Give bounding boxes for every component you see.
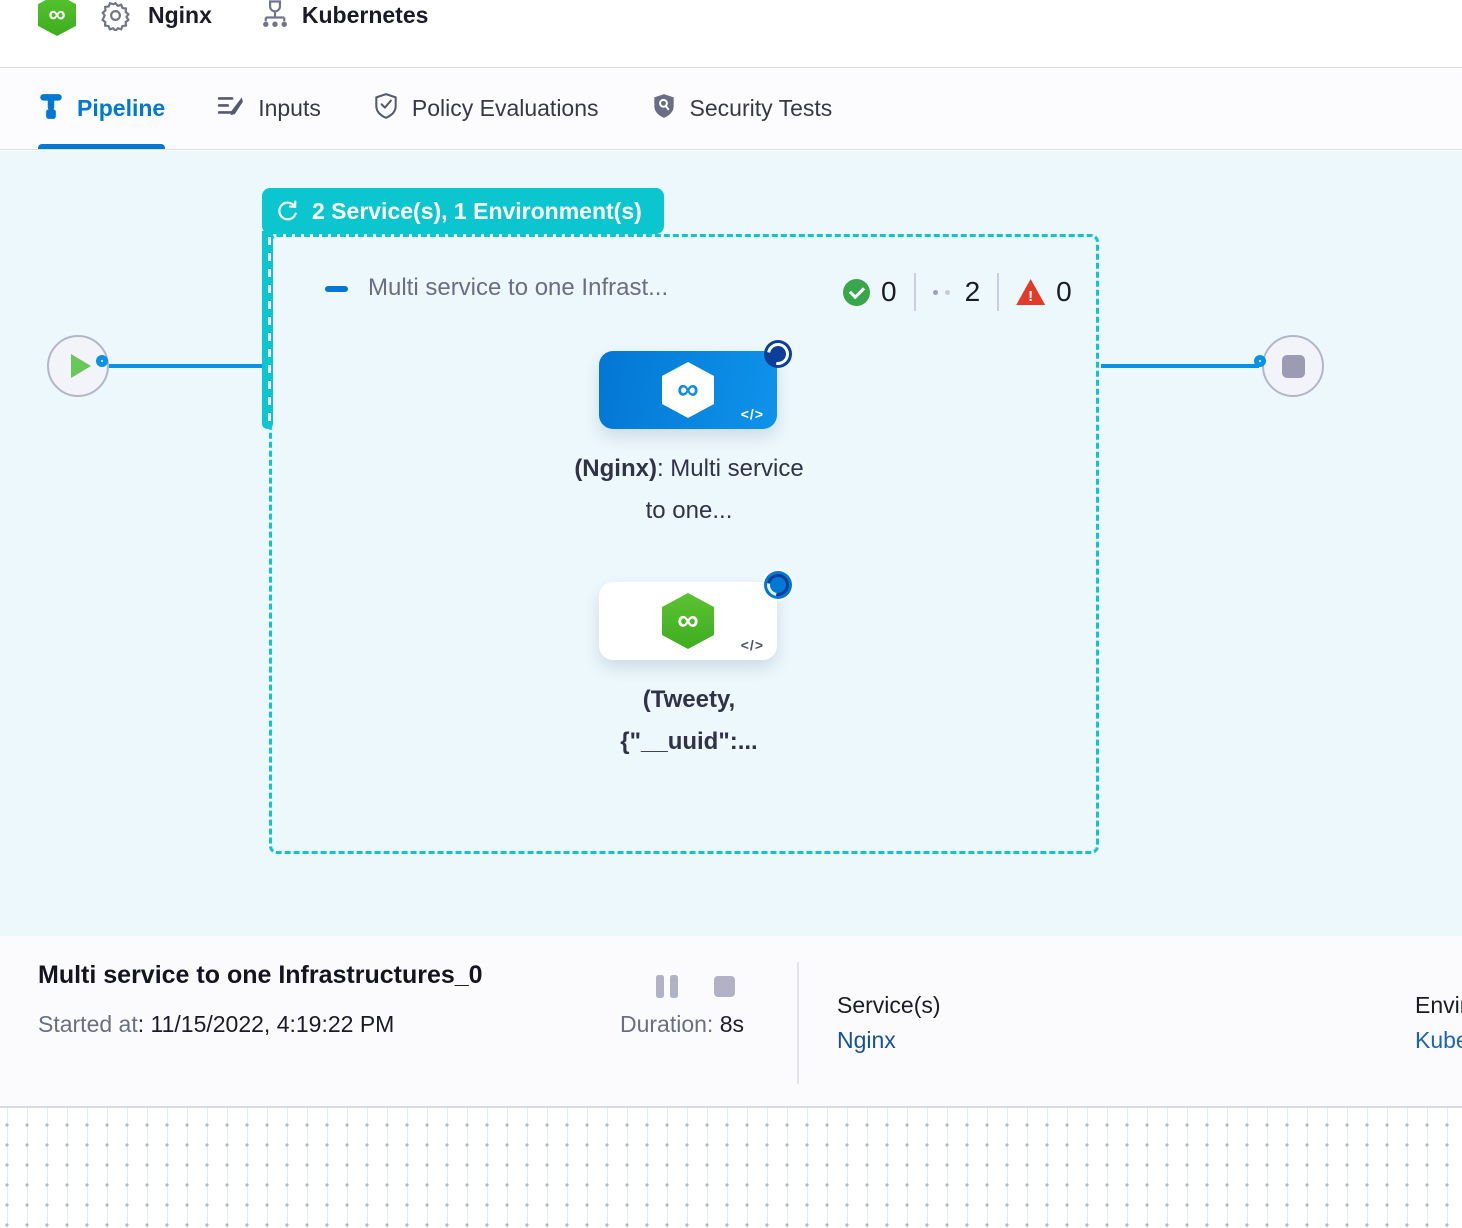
service-node-tweety-label-bold: (Tweety, {"__uuid":... (620, 686, 758, 755)
tab-policy-label: Policy Evaluations (411, 95, 599, 121)
pipeline-canvas: 2 Service(s), 1 Environment(s) Multi ser… (0, 151, 1462, 936)
started-at-label: Started at (38, 1011, 138, 1037)
duration-value: 8s (719, 1011, 745, 1037)
duration-line: Duration: 8s (620, 1011, 744, 1038)
connector-port-right (1254, 355, 1266, 367)
tab-inputs-label: Inputs (258, 95, 321, 121)
play-icon (71, 354, 91, 378)
status-divider (997, 273, 1000, 311)
code-glyph: </> (740, 637, 764, 653)
success-count: 0 (881, 276, 897, 307)
connector-left (106, 364, 264, 368)
pipeline-end-node (1262, 335, 1324, 397)
environment-name: Kubernetes (301, 1, 429, 28)
started-at-value: : 11/15/2022, 4:19:22 PM (137, 1011, 395, 1037)
connector-right (1101, 364, 1259, 368)
code-glyph: </> (740, 406, 764, 422)
started-at-line: Started at: 11/15/2022, 4:19:22 PM (38, 1011, 394, 1038)
environments-value-link[interactable]: Kubernetes (1415, 1027, 1462, 1053)
tab-pipeline[interactable]: Pipeline (38, 68, 166, 149)
node-running-spinner (764, 571, 792, 599)
harness-logo-icon: ∞ (38, 0, 76, 36)
service-node-nginx[interactable]: ∞ </> (599, 351, 777, 429)
policy-shield-check-icon (373, 92, 399, 126)
pipeline-start-node (47, 335, 109, 397)
failed-count: 0 (1056, 276, 1072, 307)
services-value-link[interactable]: Nginx (837, 1027, 896, 1053)
execution-title: Multi service to one Infrastructures_0 (38, 961, 483, 989)
stage-collapse-button[interactable] (325, 286, 348, 292)
harness-service-icon: ∞ (662, 362, 714, 418)
success-check-icon (843, 278, 870, 306)
execution-footer: Multi service to one Infrastructures_0 S… (0, 936, 1462, 1108)
execution-tabbar: Pipeline Inputs Policy Evaluations (0, 68, 1462, 150)
pipeline-icon (38, 92, 64, 126)
service-node-nginx-label-rest: : Multi service to one... (645, 455, 804, 524)
canvas-dot-grid (0, 1108, 1462, 1228)
harness-service-icon: ∞ (662, 593, 714, 649)
stage-group-badge-label: 2 Service(s), 1 Environment(s) (312, 197, 642, 224)
loop-refresh-icon (275, 199, 300, 224)
stage-group-box (269, 234, 1099, 854)
tab-inputs[interactable]: Inputs (217, 68, 321, 149)
footer-divider (797, 962, 799, 1084)
services-label: Service(s) (837, 992, 941, 1018)
running-count: 2 (964, 276, 981, 307)
tab-pipeline-label: Pipeline (77, 95, 166, 121)
pipeline-name: Nginx (148, 1, 212, 28)
running-dots-icon (932, 289, 950, 295)
pipeline-gear-icon (100, 0, 131, 31)
duration-label: Duration: (620, 1011, 720, 1037)
service-node-tweety-label: (Tweety, {"__uuid":... (584, 679, 794, 763)
tab-security-label: Security Tests (689, 95, 833, 121)
tab-policy-evaluations[interactable]: Policy Evaluations (373, 68, 599, 149)
environments-label: Environment(s) (1415, 992, 1462, 1018)
failed-warning-icon (1016, 279, 1046, 305)
inputs-icon (217, 93, 245, 125)
service-node-nginx-label-bold: (Nginx) (574, 455, 657, 482)
stage-group-badge[interactable]: 2 Service(s), 1 Environment(s) (262, 188, 664, 234)
stage-title: Multi service to one Infrast... (368, 274, 669, 301)
environment-icon (260, 0, 290, 31)
stage-status-counts: 0 2 0 (843, 273, 1072, 311)
node-running-spinner (764, 340, 792, 368)
stop-button[interactable] (714, 976, 735, 997)
service-node-tweety[interactable]: ∞ </> (599, 582, 777, 660)
security-shield-icon (651, 92, 677, 126)
stage-group-accent-bar (262, 231, 273, 429)
stage-group-accent-dashes (268, 237, 271, 423)
status-divider (913, 273, 916, 311)
connector-port-left (96, 355, 108, 367)
service-node-nginx-label: (Nginx): Multi service to one... (569, 448, 809, 532)
tab-security-tests[interactable]: Security Tests (651, 68, 833, 149)
pause-button[interactable] (656, 975, 678, 998)
stop-icon (1281, 354, 1305, 378)
execution-header: ∞ Nginx Kubern (0, 0, 1462, 68)
